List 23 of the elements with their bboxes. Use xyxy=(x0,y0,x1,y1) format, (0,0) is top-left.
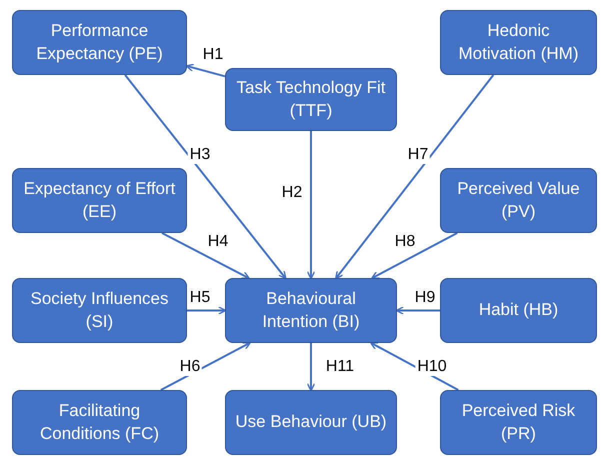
arrow xyxy=(162,232,250,280)
arrow xyxy=(160,342,251,391)
arrow xyxy=(306,131,316,280)
construct-box: Behavioural Intention (BI) xyxy=(225,278,397,343)
edge-label: H3 xyxy=(188,146,212,164)
arrow xyxy=(371,232,458,280)
construct-box: Society Influences (SI) xyxy=(12,278,187,343)
construct-box: Hedonic Motivation (HM) xyxy=(440,10,597,75)
construct-box: Habit (HB) xyxy=(440,278,597,343)
construct-box: Expectancy of Effort (EE) xyxy=(12,168,187,233)
construct-box: Performance Expectancy (PE) xyxy=(12,10,187,75)
arrow xyxy=(396,306,440,315)
arrow xyxy=(335,74,494,280)
arrow xyxy=(187,306,226,315)
arrow xyxy=(124,74,286,280)
arrow xyxy=(306,343,316,392)
construct-box: Use Behaviour (UB) xyxy=(225,390,397,455)
construct-box: Facilitating Conditions (FC) xyxy=(12,390,187,455)
construct-box: Perceived Risk (PR) xyxy=(440,390,597,455)
construct-box: Task Technology Fit (TTF) xyxy=(225,68,397,131)
construct-box: Perceived Value (PV) xyxy=(440,168,597,233)
edge-label: H10 xyxy=(415,358,449,376)
arrow xyxy=(186,64,226,78)
